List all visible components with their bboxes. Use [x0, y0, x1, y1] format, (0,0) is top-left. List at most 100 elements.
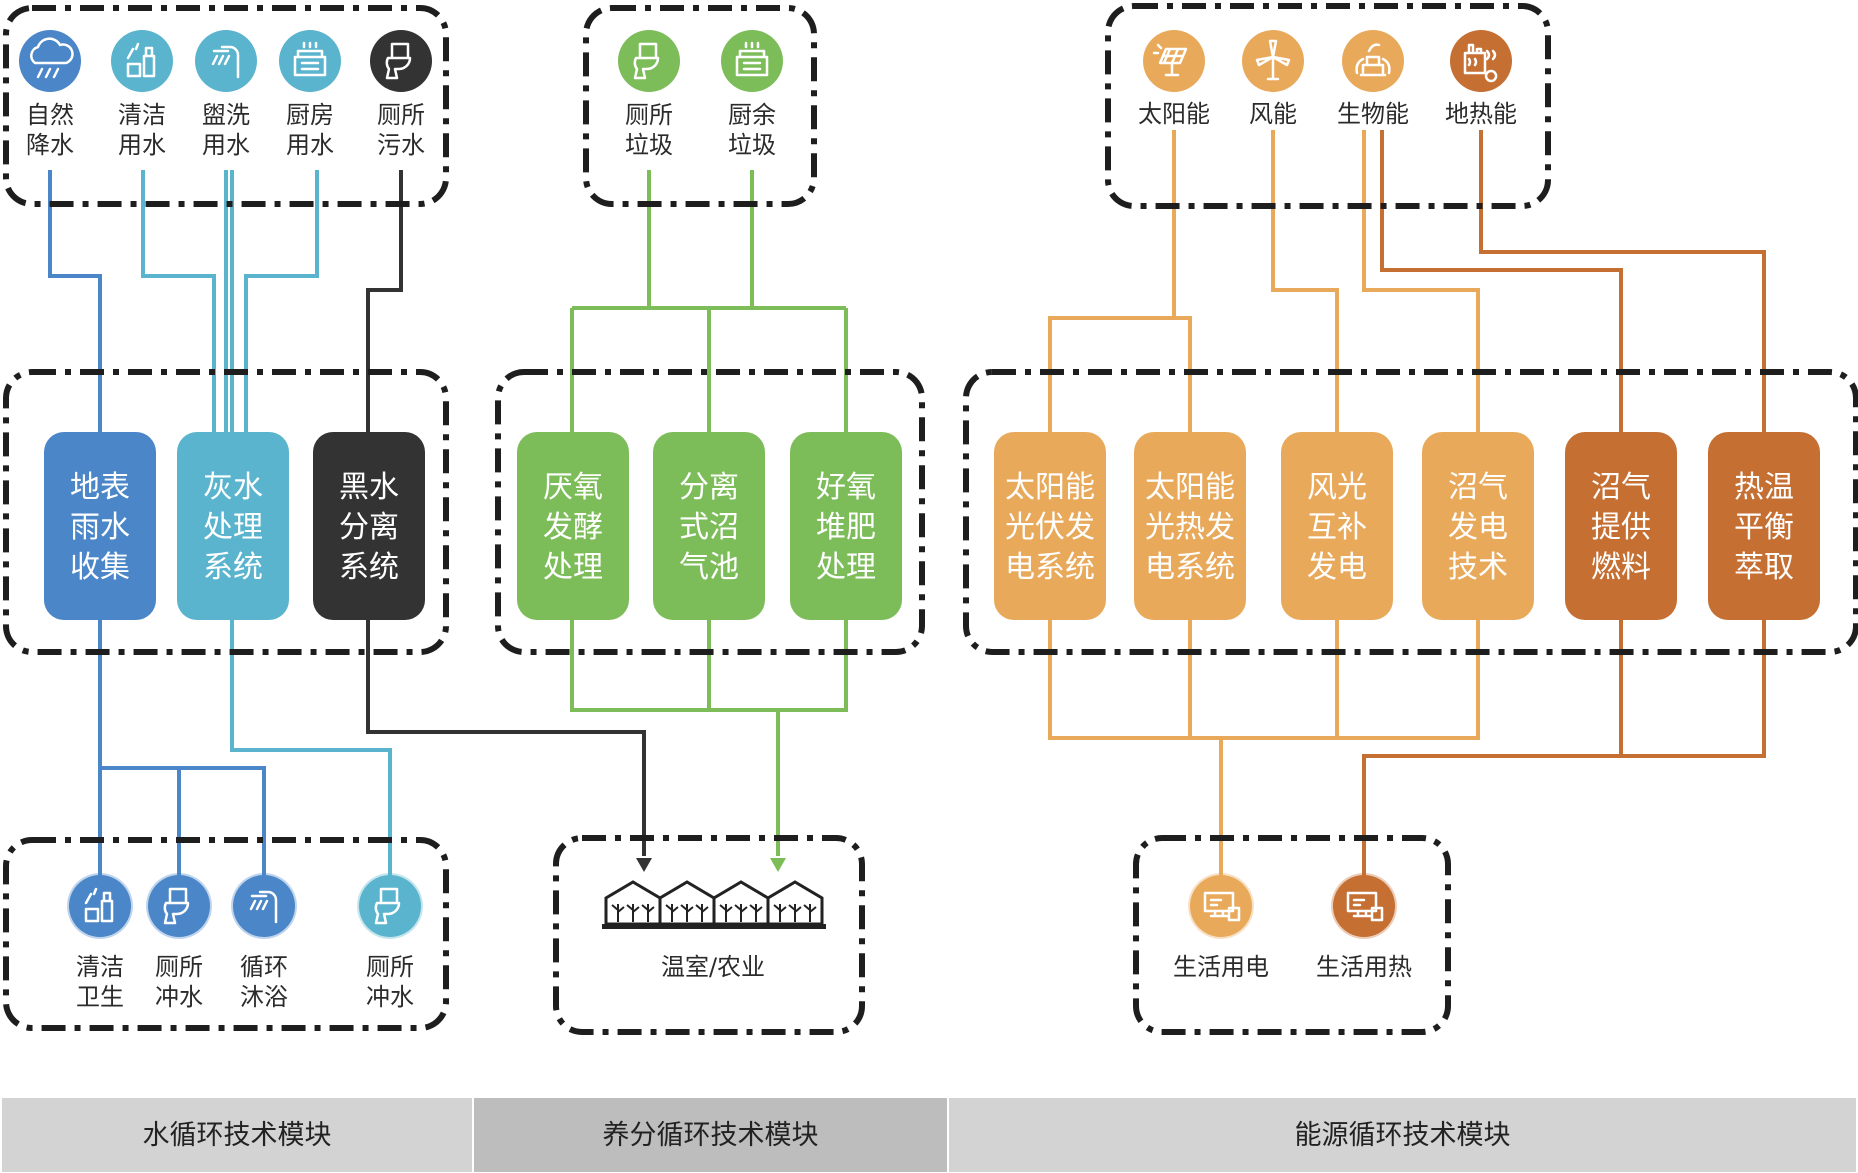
- frame-energy-outputs: [1133, 835, 1451, 1035]
- greenhouse-icon: [602, 880, 826, 929]
- energy-system-6-label-line: 萃取: [1734, 550, 1794, 585]
- water-output-1-label-line: 清洁: [76, 953, 124, 981]
- water-source-3: [195, 30, 257, 92]
- energy-system-1-label-line: 光伏发: [1005, 510, 1095, 545]
- energy-system-3-shape: [1281, 432, 1393, 620]
- energy-output-1-label: 生活用电: [1173, 953, 1269, 981]
- energy-system-6-label-line: 平衡: [1734, 510, 1794, 545]
- water-system-3-label-line: 分离: [339, 510, 399, 545]
- energy-source-3-label-text: 生物能: [1337, 100, 1409, 128]
- kitchen-icon: [721, 30, 783, 92]
- module-band-1-label: 水循环技术模块: [143, 1120, 332, 1151]
- water-output-2-label-line: 厕所: [155, 953, 203, 981]
- energy-source-3-label: 生物能: [1337, 100, 1409, 128]
- water-source-5: [370, 30, 432, 92]
- energy-source-4-label: 地热能: [1445, 100, 1517, 128]
- energy-output-1-label-text: 生活用电: [1173, 953, 1269, 981]
- water-system-1-shape: [44, 432, 156, 620]
- monitor-icon: [1190, 875, 1252, 937]
- energy-system-2-label-line: 光热发: [1145, 510, 1235, 545]
- water-source-1-label-line: 降水: [26, 131, 74, 159]
- energy-system-5-label-line: 沼气: [1591, 470, 1651, 505]
- water-system-2-shape: [177, 432, 289, 620]
- frame-energy-sources: [1105, 3, 1551, 209]
- frame-water-sources: [3, 5, 449, 207]
- water-output-4-label-line: 冲水: [366, 983, 414, 1011]
- nutrient-system-3-label-line: 处理: [816, 550, 876, 585]
- water-source-5-label-line: 污水: [377, 131, 425, 159]
- water-system-3-label-line: 系统: [339, 550, 399, 585]
- water-source-1-label-line: 自然: [26, 101, 74, 129]
- arrow-nutrient-to-greenhouse: [770, 858, 786, 872]
- cleaning-icon: [111, 30, 173, 92]
- cleaning-icon: [69, 875, 131, 937]
- biomass-icon: [1342, 30, 1404, 92]
- frames: [3, 3, 1858, 1035]
- geothermal-icon: [1450, 30, 1512, 92]
- water-output-4: [357, 873, 423, 939]
- monitor-icon: [1333, 875, 1395, 937]
- nutrient-system-2-label-line: 分离: [679, 470, 739, 505]
- energy-source-1: [1143, 30, 1205, 92]
- energy-system-6-label-line: 热温: [1734, 470, 1794, 505]
- energy-output-1: [1188, 873, 1254, 939]
- nutrient-output-label: 温室/农业: [661, 953, 765, 981]
- energy-system-2-shape: [1134, 432, 1246, 620]
- nutrient-source-1-label-line: 垃圾: [625, 131, 673, 159]
- energy-source-2-label: 风能: [1249, 100, 1297, 128]
- water-output-2-label-line: 冲水: [155, 983, 203, 1011]
- energy-system-5-label-line: 燃料: [1591, 550, 1651, 585]
- energy-output-2-label: 生活用热: [1316, 953, 1412, 981]
- water-system-2-label-line: 处理: [203, 510, 263, 545]
- connector-clean-to-grey: [141, 170, 216, 432]
- water-source-4-label-line: 用水: [286, 131, 334, 159]
- nutrient-source-2-label-line: 垃圾: [728, 131, 776, 159]
- arrow-black-to-greenhouse: [636, 858, 652, 872]
- energy-source-2-label-text: 风能: [1249, 100, 1297, 128]
- nutrient-system-1-label-line: 发酵: [543, 510, 603, 545]
- nutrient-system-1-label-line: 厌氧: [543, 470, 603, 505]
- energy-system-2-label-line: 太阳能: [1145, 470, 1235, 505]
- energy-system-1-label-line: 电系统: [1005, 550, 1095, 585]
- energy-source-1-label-text: 太阳能: [1138, 100, 1210, 128]
- connector-bio-orange: [1362, 130, 1480, 432]
- connector-heat-drop: [1362, 754, 1621, 888]
- water-output-4-label-line: 厕所: [366, 953, 414, 981]
- water-source-3-label-line: 用水: [202, 131, 250, 159]
- water-system-3-shape: [313, 432, 425, 620]
- water-output-3-label-line: 沐浴: [240, 983, 288, 1011]
- energy-system-2-label-line: 电系统: [1145, 550, 1235, 585]
- kitchen-icon: [279, 30, 341, 92]
- energy-system-5-shape: [1565, 432, 1677, 620]
- water-output-3-label-line: 循环: [240, 953, 288, 981]
- energy-system-4-label-line: 发电: [1448, 510, 1508, 545]
- connector-solar: [1048, 130, 1176, 432]
- module-band-2-shape: [474, 1098, 947, 1172]
- energy-system-5-label-line: 提供: [1591, 510, 1651, 545]
- frame-nutrient-sources: [583, 5, 817, 207]
- nutrient-system-2-shape: [653, 432, 765, 620]
- energy-system-4-label-line: 沼气: [1448, 470, 1508, 505]
- water-source-1: [19, 30, 81, 92]
- toilet-icon: [618, 30, 680, 92]
- connector-rain-to-surface: [48, 170, 102, 432]
- module-band-2: 养分循环技术模块: [474, 1098, 947, 1172]
